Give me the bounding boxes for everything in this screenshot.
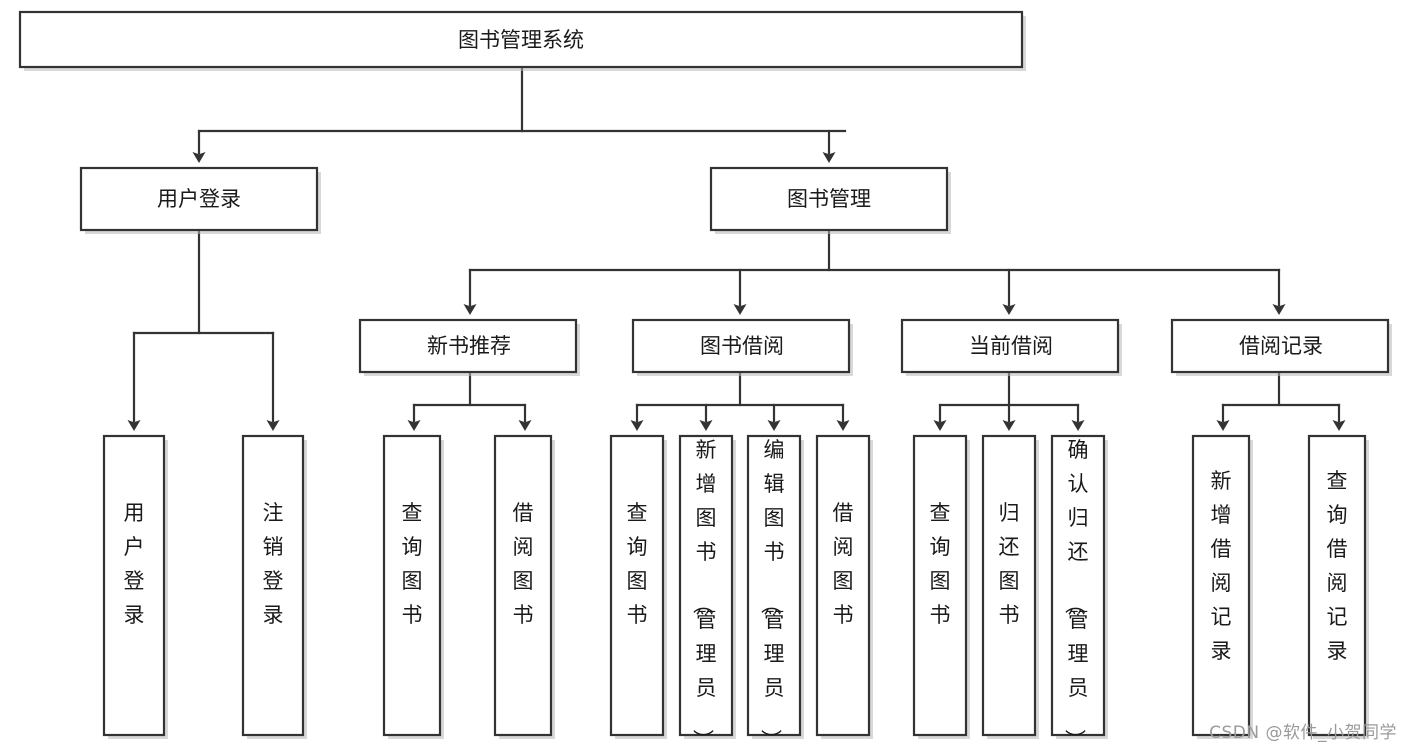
leaf-add-record-label: 新增借阅记录 (1211, 469, 1232, 663)
node-new-book-recommend[interactable]: 新书推荐 (358, 318, 580, 376)
leaf-query-book-1-label: 查询图书 (402, 501, 423, 627)
leaf-borrow-book-2[interactable]: 借阅图书 (815, 434, 873, 739)
leaf-query-record[interactable]: 查询借阅记录 (1307, 434, 1369, 739)
leaf-confirm-return-label: 确认归还（管理员） (1063, 438, 1089, 747)
leaf-add-book-label: 新增图书（管理员） (691, 438, 717, 747)
node-book-manage[interactable]: 图书管理 (709, 166, 951, 234)
leaf-add-book[interactable]: 新增图书（管理员） (678, 434, 736, 747)
leaf-edit-book-label: 编辑图书（管理员） (759, 438, 785, 747)
leaf-borrow-book-1[interactable]: 借阅图书 (493, 434, 555, 739)
leaf-edit-book[interactable]: 编辑图书（管理员） (746, 434, 804, 747)
leaf-user-login-label: 用户登录 (124, 501, 145, 627)
node-current-borrow[interactable]: 当前借阅 (900, 318, 1122, 376)
leaf-borrow-book-1-label: 借阅图书 (513, 501, 534, 627)
node-current-borrow-label: 当前借阅 (969, 334, 1053, 358)
node-borrow-record-label: 借阅记录 (1239, 334, 1323, 358)
leaf-logout-login[interactable]: 注销登录 (241, 434, 307, 739)
node-borrow-record[interactable]: 借阅记录 (1170, 318, 1392, 376)
leaf-borrow-book-2-label: 借阅图书 (833, 501, 854, 627)
node-user-login[interactable]: 用户登录 (79, 166, 321, 234)
leaf-return-book-label: 归还图书 (999, 501, 1020, 627)
leaf-query-record-label: 查询借阅记录 (1327, 469, 1348, 663)
leaf-user-login[interactable]: 用户登录 (102, 434, 168, 739)
leaf-logout-login-label: 注销登录 (263, 501, 284, 627)
leaf-add-record[interactable]: 新增借阅记录 (1191, 434, 1253, 739)
node-new-book-recommend-label: 新书推荐 (427, 334, 511, 358)
leaf-query-book-2-label: 查询图书 (627, 501, 648, 627)
node-root[interactable]: 图书管理系统 (18, 10, 1026, 71)
leaf-query-book-3[interactable]: 查询图书 (912, 434, 970, 739)
node-book-manage-label: 图书管理 (787, 187, 871, 211)
leaf-confirm-return[interactable]: 确认归还（管理员） (1050, 434, 1108, 747)
leaf-return-book[interactable]: 归还图书 (981, 434, 1039, 739)
leaf-query-book-3-label: 查询图书 (930, 501, 951, 627)
node-book-borrow[interactable]: 图书借阅 (631, 318, 853, 376)
connector-layer (127, 65, 1346, 431)
node-root-label: 图书管理系统 (458, 28, 584, 52)
node-user-login-label: 用户登录 (157, 187, 241, 211)
node-book-borrow-label: 图书借阅 (700, 334, 784, 358)
leaf-query-book-2[interactable]: 查询图书 (609, 434, 667, 739)
leaf-query-book-1[interactable]: 查询图书 (382, 434, 444, 739)
